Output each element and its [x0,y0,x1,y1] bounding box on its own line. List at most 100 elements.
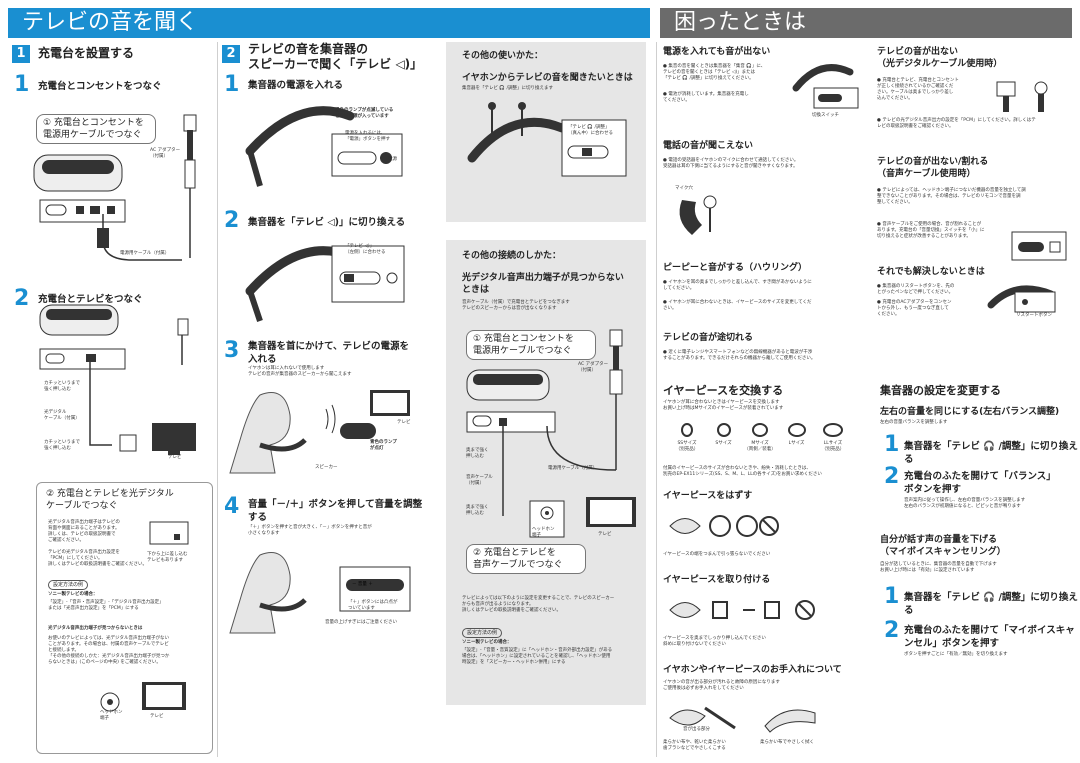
banner-listen-tv: テレビの音を聞く [8,8,650,38]
earpiece-size-s: Sサイズ [707,422,741,458]
earpiece-ss-label: SSサイズ （別売品） [675,441,699,452]
earpiece-ll-label: LLサイズ （別売品） [821,441,845,452]
earpiece-l-icon [787,423,806,437]
tv-label-2: テレビ [150,714,164,719]
balance-step-1-text: 集音器を「テレビ 🎧 /調整」に切り換える [904,441,1078,465]
no-optical-heading: 光デジタル音声出力端子が見つからないときは [48,626,143,631]
step-2-number: 2 [14,286,30,311]
earpiece-sub: イヤホンが耳に合わないときはイヤーピースを交換します お買い上げ時はMサイズのイ… [663,400,784,411]
person-adjusting-volume-illustration [229,552,411,634]
balance-sub: 左右の音量バランスを調整します [880,420,948,425]
audio-cable-connection-illustration [466,329,623,516]
neckband-switch-illustration [245,245,405,322]
earpiece-m-label: Mサイズ （両側／装着） [744,441,776,452]
phone-hard-to-hear-heading: 電話の音が聞こえない [663,141,754,151]
headphone-jack-label: ヘッドホン 端子 [100,710,123,721]
section-2-badge: 2 [222,45,240,63]
no-tv-sound-optical-bullet-2: テレビの光デジタル音声出力の設定を「PCM」にしてください。詳しくはテ レビの取… [877,118,1036,130]
s2-step-2-number: 2 [224,208,240,233]
earpiece-s-icon [716,423,731,437]
earphone-sub: 集音器を「テレビ 🎧 /調整」に切り換えます [462,86,553,91]
power-press-note: 電源を入れるには、 「電源」ボタンを押す [345,131,390,142]
mid-callout-outlet: ① 充電台とコンセントを 電源用ケーブルでつなぐ [466,330,596,360]
mid-power-cable-label: 電源用ケーブル（付属） [548,466,598,471]
press-in-label-1: カチッというまで 強く押し込む [44,381,80,392]
mid-setting-example-badge: 設定方法の例 [462,628,503,638]
mid-sony-tv-path: 「設定」-「音量・音質設定」に「ヘッドホン・音声外部出力設定」がある 場合は、「… [462,648,613,665]
optical-missing-title: 光デジタル音声出力端子が見つからない ときは [462,273,624,295]
sound-cut-heading: テレビの音が途切れる [663,333,754,343]
earpiece-remove-illustration [669,515,779,537]
step-1-text: 充電台とコンセントをつなぐ [38,81,162,92]
mic-step-1-number: 1 [884,584,900,609]
tv-left-note: 「テレビ ◁)」 （左側）に合わせる [345,244,386,255]
green-lamp-note: 緑色のランプが点滅している ときは電源が入っています [335,108,394,119]
unsolved-heading: それでも解決しないときは [877,267,985,277]
sony-tv-path: 「設定」-「音声・音声設定」-「デジタル音声出力設定」 または「光音声出力設定」… [48,600,164,611]
insert-from-bottom-note: 下から上に差し込む テレビもあります [147,552,188,563]
sound-part-label: 音が出る部分 [683,727,710,732]
tv-label: テレビ [168,455,182,460]
earpiece-l-label: Lサイズ [788,441,805,446]
mid-ac-label: AC アダプター （付属） [578,362,609,373]
s2-step-4-number: 4 [224,494,240,519]
mid-headphone-label: ヘッドホン 端子 [532,527,555,538]
mid-headphone-tv-illustration [529,497,636,538]
volume-buttons-label: － 音量 ＋ [352,582,373,587]
earpiece-attach-sub: イヤーピースを奥までしっかり押し込んでください 斜めに取り付けないでください [663,636,766,647]
earpiece-attach-illustration [669,600,815,620]
s2-step-3-number: 3 [224,338,240,363]
power-label: 電源 [388,157,397,162]
other-connection-title: その他の接続のしかた： [462,251,562,261]
step-1-number: 1 [14,72,30,97]
s2-step-2-text: 集音器を「テレビ ◁)」に切り換える [248,217,406,228]
callout-connect-optical: ② 充電台とテレビを光デジタル ケーブルでつなぐ [40,486,195,516]
section-1-title: 充電台を設置する [38,46,135,60]
howling-heading: ピーピーと音がする（ハウリング） [663,263,808,273]
balance-step-2-sub: 音声案内に従って操作し、左右の音量バランスを調整します 左右のバランスが初期値に… [904,498,1026,509]
earpiece-size-ll: LLサイズ （別売品） [816,422,850,458]
setting-example-badge: 設定方法の例 [48,580,89,590]
no-optical-body: お使いのテレビによっては、光デジタル音声出力端子がない ことがあります。その場合… [48,636,170,665]
optical-missing-sub: 音声ケーブル（付属）で充電台とテレビをつなぎます テレビのスピーカーからは音が出… [462,300,570,311]
balance-title: 左右の音量を同じにする(左右バランス調整) [880,407,1060,417]
phone-receiver-illustration [679,195,717,235]
tv-back-icon [149,521,189,545]
column-divider-1 [217,42,218,757]
mid-press-in-1: 奥まで強く 押し込む [466,448,489,459]
s2-step-1-number: 1 [224,72,240,97]
mic-voice-cancel-title: 自分が話す声の音量を下げる （マイボイスキャンセリング） [880,535,1006,557]
blue-lamp-label: 青色のランプ が点灯 [370,440,397,451]
s2-step-3-sub: イヤホンは耳に入れないで使用します テレビの音声が集音器のスピーカーから聞こえま… [248,366,352,377]
tv-label-s2: テレビ [397,420,411,425]
unsolved-bullet-2: 充電台のACアダプターをコンセン トから外し、もう一度つなぎ直して ください。 [877,300,952,318]
earphone-care-sub: イヤホンの音が出る部分が汚れると故障の原因になります ご使用後は必ずお手入れをし… [663,680,780,691]
earpiece-size-l: Lサイズ [780,422,814,458]
mid-press-in-2: 奥まで強く 押し込む [466,505,489,516]
section-1-badge: 1 [12,45,30,63]
tv-speaker-setting-note: テレビによっては以下のように設定を変更することで、テレビのスピーカー からも音声… [462,596,615,613]
balance-step-2-text: 充電台のふたを開けて「バランス」 ボタンを押す [904,471,1056,495]
earphone-neckband-illustration [467,102,627,177]
earpiece-attach-title: イヤーピースを取り付ける [663,575,771,585]
speaker-label: スピーカー [315,465,338,470]
column-divider-2 [656,42,657,757]
earpiece-lost-note: 付属のイヤーピースのサイズが合わないときや、紛失・消耗したときは、 別売のEP-… [663,466,822,477]
earphone-title: イヤホンからテレビの音を聞きたいときは [462,73,633,83]
mid-callout-audio: ② 充電台とテレビを 音声ケーブルでつなぐ [466,544,586,574]
phone-hard-to-hear-bullet: 電話の受話器をイヤホンのマイクに合わせて通話してください。 受話器は耳の下側に当… [663,158,798,170]
mid-sony-tv-heading: ソニー製テレビの場合： [462,640,512,645]
s2-step-4-text: 音量「－/＋」ボタンを押して音量を調整 する [248,499,423,523]
mic-step-2-sub: ボタンを押すごとに「有効／無効」を切り換えます [904,652,1008,657]
switch-label: 切換スイッチ [812,113,839,118]
mic-step-2-text: 充電台のふたを開けて「マイボイスキャ ンセル」ボタンを押す [904,625,1075,649]
neckband-power-illustration [245,106,403,187]
power-cable-label: 電源用ケーブル（付属） [120,251,170,256]
no-sound-power-bullet-2: 電池が消耗しています。集音器を充電し てください。 [663,92,749,104]
press-in-label-2: カチッというまで 強く押し込む [44,440,80,451]
howling-bullet-2: イヤホンが耳に合わないときは、イヤーピースのサイズを変更してくだ さい。 [663,300,811,312]
neckband-switch-icon [792,64,859,109]
person-watching-tv-illustration [229,390,410,474]
earpiece-size-row: SSサイズ （別売品） Sサイズ Mサイズ （両側／装着） Lサイズ LLサイズ… [670,422,850,458]
no-tv-sound-audio-heading: テレビの音が出ない/割れる （音声ケーブル使用時） [877,157,989,179]
